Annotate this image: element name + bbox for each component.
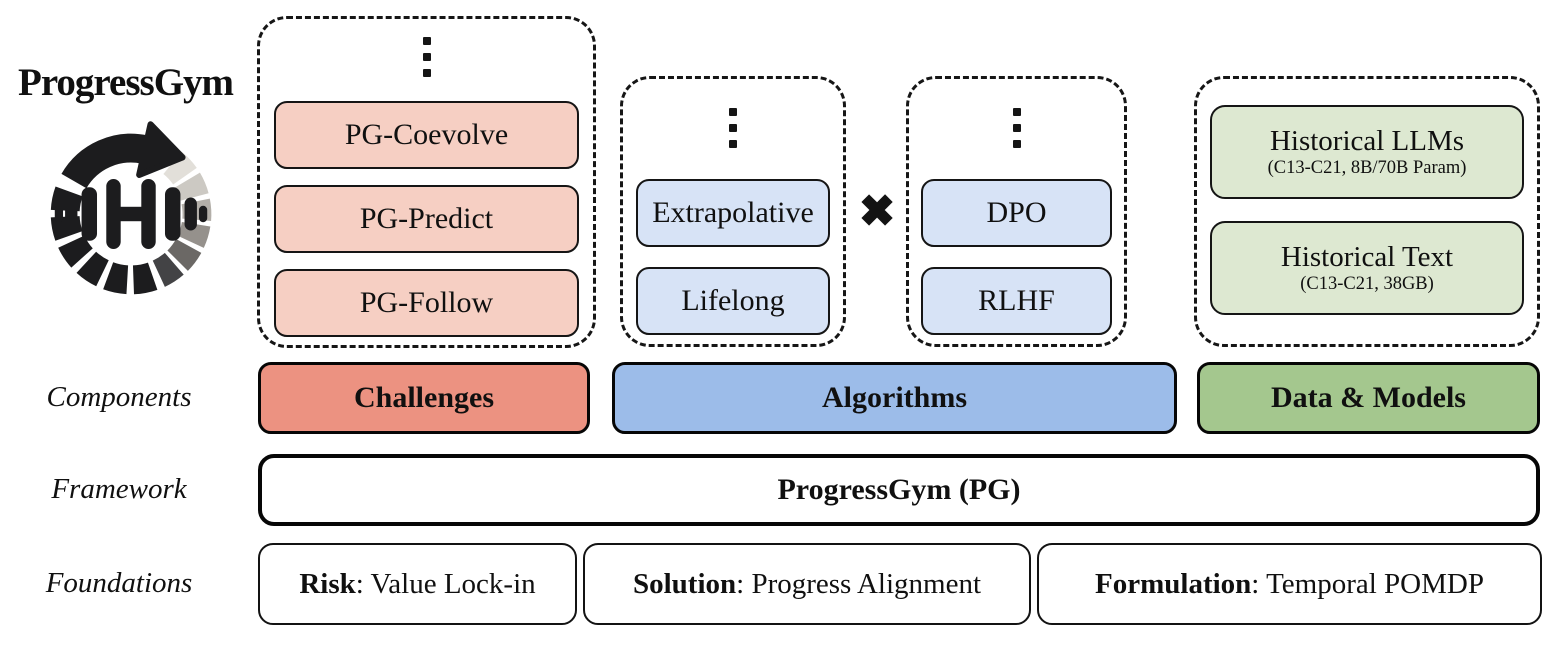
- data-item-historical-llms: Historical LLMs (C13-C21, 8B/70B Param): [1210, 105, 1524, 199]
- algorithm-paradigms-group: Extrapolative Lifelong: [620, 76, 846, 347]
- foundation-term: Risk: [299, 567, 356, 600]
- foundation-description: : Temporal POMDP: [1251, 567, 1484, 600]
- data-item-subtitle: (C13-C21, 8B/70B Param): [1267, 158, 1467, 179]
- data-item-historical-text: Historical Text (C13-C21, 38GB): [1210, 221, 1524, 315]
- challenge-item-pg-follow: PG-Follow: [274, 269, 579, 337]
- logo-arrow-arc: [61, 133, 148, 189]
- brand-title: ProgressGym: [18, 61, 234, 104]
- data-and-models-group: Historical LLMs (C13-C21, 8B/70B Param) …: [1194, 76, 1540, 347]
- vertical-ellipsis-icon: [636, 93, 830, 163]
- dumbbell-icon: [54, 178, 208, 250]
- vertical-ellipsis-icon: [921, 93, 1112, 163]
- data-item-title: Historical LLMs: [1269, 124, 1465, 157]
- logo-arrowhead: [136, 121, 186, 178]
- challenge-item-pg-predict: PG-Predict: [274, 185, 579, 253]
- row-label-framework: Framework: [51, 473, 187, 505]
- framework-progressgym-box: ProgressGym (PG): [258, 454, 1540, 526]
- algorithm-item-dpo: DPO: [921, 179, 1112, 247]
- challenge-item-pg-coevolve: PG-Coevolve: [274, 101, 579, 169]
- algorithm-methods-group: DPO RLHF: [906, 76, 1127, 347]
- progressgym-logo: [50, 121, 212, 295]
- foundation-formulation-box: Formulation: Temporal POMDP: [1037, 543, 1542, 625]
- algorithm-item-rlhf: RLHF: [921, 267, 1112, 335]
- data-item-subtitle: (C13-C21, 38GB): [1300, 274, 1434, 295]
- components-algorithms-box: Algorithms: [612, 362, 1177, 434]
- logo-ring-gray-segment: [163, 151, 197, 185]
- logo-ring-gray-segment: [152, 252, 184, 287]
- vertical-ellipsis-icon: [274, 29, 579, 85]
- cross-product-icon: ✖: [858, 187, 896, 236]
- algorithm-item-extrapolative: Extrapolative: [636, 179, 830, 247]
- logo-ring-gray-segment: [174, 172, 209, 202]
- data-item-title: Historical Text: [1280, 240, 1454, 273]
- foundation-solution-box: Solution: Progress Alignment: [583, 543, 1031, 625]
- challenges-group: PG-Coevolve PG-Predict PG-Follow: [257, 16, 596, 348]
- algorithm-item-lifelong: Lifelong: [636, 267, 830, 335]
- logo-ring-dark-segments: [50, 186, 160, 295]
- foundation-description: : Progress Alignment: [736, 567, 982, 600]
- foundation-description: : Value Lock-in: [355, 567, 536, 600]
- logo-ring-gray-segment: [167, 238, 202, 271]
- components-data-models-box: Data & Models: [1197, 362, 1540, 434]
- row-label-components: Components: [46, 381, 192, 413]
- row-label-foundations: Foundations: [45, 567, 193, 599]
- foundation-risk-box: Risk: Value Lock-in: [258, 543, 577, 625]
- foundation-term: Solution: [632, 567, 737, 600]
- components-challenges-box: Challenges: [258, 362, 590, 434]
- foundation-term: Formulation: [1095, 567, 1252, 600]
